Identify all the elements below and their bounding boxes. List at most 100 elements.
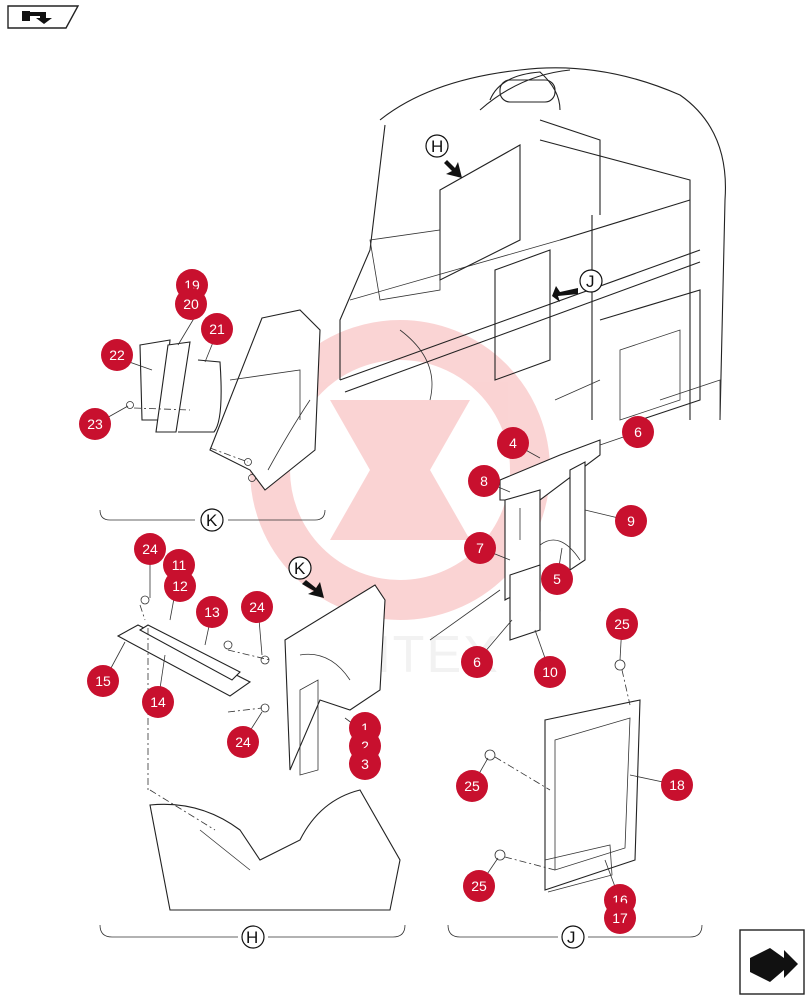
callout-label: 24 [142, 541, 158, 557]
callout-c15[interactable]: 15 [87, 665, 119, 697]
callout-marker [456, 770, 488, 802]
svg-text:K: K [294, 559, 306, 578]
callout-c7[interactable]: 7 [464, 532, 496, 564]
callout-marker [606, 608, 638, 640]
callout-marker [622, 416, 654, 448]
callout-c13[interactable]: 13 [196, 596, 228, 628]
callout-c24b[interactable]: 24 [241, 591, 273, 623]
callout-marker [468, 465, 500, 497]
side-guard-parts [429, 439, 601, 641]
callout-label: 3 [361, 756, 369, 772]
callout-marker [464, 532, 496, 564]
callout-marker [461, 646, 493, 678]
arrow-forward-icon [750, 948, 798, 982]
callout-label: 15 [95, 673, 111, 689]
svg-text:H: H [246, 928, 258, 947]
next-page-button[interactable] [739, 929, 805, 995]
callout-label: 24 [249, 599, 265, 615]
callout-label: 2 [361, 738, 369, 754]
callout-label: 25 [614, 616, 630, 632]
callout-c24c[interactable]: 24 [227, 726, 259, 758]
callout-marker [87, 665, 119, 697]
callout-c10[interactable]: 10 [534, 656, 566, 688]
callout-label: 24 [235, 734, 251, 750]
callout-marker [541, 563, 573, 595]
view-k-indicator: K [288, 556, 324, 598]
callout-label: 22 [109, 347, 125, 363]
callout-c25b[interactable]: 25 [456, 770, 488, 802]
callout-label: 4 [509, 435, 517, 451]
svg-text:K: K [206, 511, 218, 530]
callout-c8[interactable]: 8 [468, 465, 500, 497]
callout-marker [164, 570, 196, 602]
view-h-indicator: H [425, 134, 462, 178]
callout-label: 5 [553, 571, 561, 587]
callout-c18[interactable]: 18 [661, 769, 693, 801]
callout-label: 18 [669, 777, 685, 793]
callout-marker [497, 427, 529, 459]
callout-c24a[interactable]: 24 [134, 533, 166, 565]
callout-marker [196, 596, 228, 628]
view-h-parts [116, 584, 401, 911]
callout-label: 11 [172, 557, 187, 573]
arrow-back-icon [22, 11, 52, 24]
callout-marker [134, 533, 166, 565]
callout-label: 9 [627, 513, 635, 529]
callout-marker [604, 902, 636, 934]
callout-c20[interactable]: 20 [175, 288, 207, 320]
callout-label: 7 [476, 540, 484, 556]
callout-c3[interactable]: 3 [349, 748, 381, 780]
callout-c6a[interactable]: 6 [622, 416, 654, 448]
callout-label: 12 [172, 578, 188, 594]
callout-label: 23 [87, 416, 103, 432]
callout-c12[interactable]: 12 [164, 570, 196, 602]
cab-frame-illustration [339, 67, 727, 421]
callout-marker [534, 656, 566, 688]
callout-c23[interactable]: 23 [79, 408, 111, 440]
callout-c4[interactable]: 4 [497, 427, 529, 459]
callout-c21[interactable]: 21 [201, 313, 233, 345]
callout-label: 20 [183, 296, 199, 312]
callout-label: 21 [209, 321, 225, 337]
callout-label: 13 [204, 604, 220, 620]
callout-marker [142, 686, 174, 718]
callout-marker [101, 339, 133, 371]
callout-c22[interactable]: 22 [101, 339, 133, 371]
callout-marker [79, 408, 111, 440]
callout-marker [661, 769, 693, 801]
view-j-parts [484, 659, 641, 893]
callout-marker [463, 870, 495, 902]
svg-text:H: H [431, 137, 443, 156]
callout-label: 17 [612, 910, 628, 926]
prev-page-button[interactable] [7, 5, 80, 29]
callout-label: 25 [464, 778, 480, 794]
svg-text:J: J [567, 928, 576, 947]
view-h-caption: H [99, 924, 406, 949]
view-k-parts [126, 309, 321, 491]
callout-c25a[interactable]: 25 [606, 608, 638, 640]
callout-label: 14 [150, 694, 166, 710]
callout-label: 6 [634, 424, 642, 440]
callout-label: 25 [471, 878, 487, 894]
callout-c25c[interactable]: 25 [463, 870, 495, 902]
view-k-caption: K [99, 508, 326, 532]
callout-c5[interactable]: 5 [541, 563, 573, 595]
callout-marker [241, 591, 273, 623]
callout-c17[interactable]: 17 [604, 902, 636, 934]
callout-marker [175, 288, 207, 320]
callout-marker [227, 726, 259, 758]
callout-label: 8 [480, 473, 488, 489]
callout-c9[interactable]: 9 [615, 505, 647, 537]
callout-label: 1 [361, 720, 369, 736]
callout-c6b[interactable]: 6 [461, 646, 493, 678]
view-j-caption: J [447, 924, 703, 949]
view-j-indicator: J [552, 269, 603, 302]
callout-label: 10 [542, 664, 558, 680]
callout-marker [615, 505, 647, 537]
callout-marker [349, 748, 381, 780]
callout-c14[interactable]: 14 [142, 686, 174, 718]
callout-label: 6 [473, 654, 481, 670]
callout-marker [201, 313, 233, 345]
